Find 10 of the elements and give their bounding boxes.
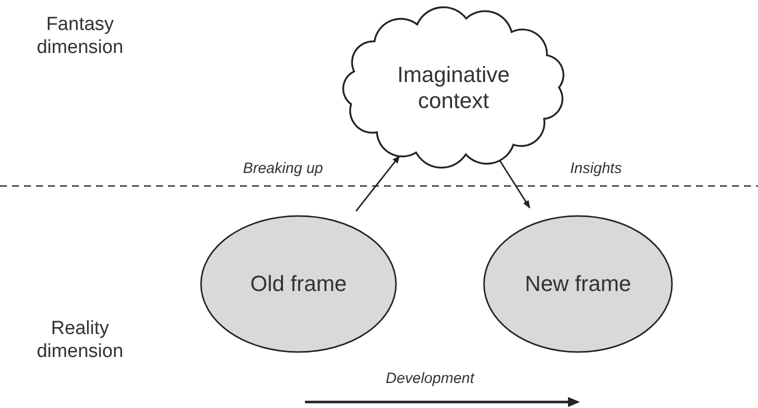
node-label: Imaginative context (396, 62, 511, 113)
arrow (498, 158, 530, 208)
direction-label: Development (384, 370, 476, 388)
node-label: Old frame (250, 271, 347, 297)
arrow (355, 155, 400, 212)
node-label: New frame (524, 271, 632, 297)
edge-label: Insights (569, 160, 623, 178)
edge-label: Breaking up (242, 160, 324, 178)
dimension-label: Reality dimension (36, 318, 124, 364)
dimension-label: Fantasy dimension (36, 14, 124, 60)
